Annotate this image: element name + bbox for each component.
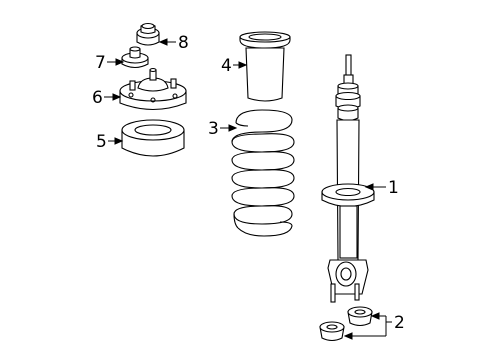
part-3-coil-spring	[231, 109, 295, 237]
callout-5: 5	[96, 132, 107, 152]
part-7-nut	[121, 46, 149, 69]
callout-2: 2	[394, 313, 405, 333]
leader-lines	[104, 38, 392, 340]
callout-8: 8	[178, 33, 189, 53]
part-1-strut	[321, 54, 375, 303]
callout-7: 7	[95, 53, 106, 73]
callout-1: 1	[388, 178, 399, 198]
part-4-bump-stop	[239, 31, 291, 102]
part-8-nut	[136, 22, 160, 46]
callout-6: 6	[92, 88, 103, 108]
part-6-upper-mount	[119, 67, 187, 110]
callout-3: 3	[208, 119, 219, 139]
part-2-nuts	[319, 306, 373, 342]
callout-4: 4	[221, 56, 232, 76]
part-5-isolator	[121, 119, 185, 157]
